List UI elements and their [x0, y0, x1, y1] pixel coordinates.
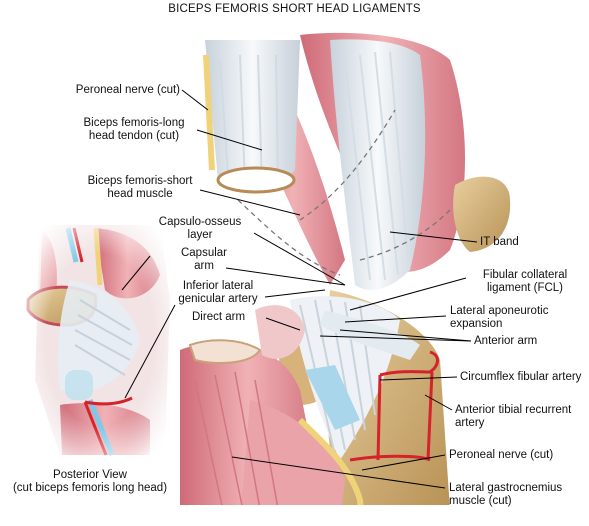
leader-short-head-muscle: [199, 189, 301, 216]
label-lateral-gastrocnemius-muscle-line2: muscle (cut): [449, 495, 512, 507]
label-direct-arm: Direct arm: [192, 311, 246, 323]
peroneal-nerve-upper: [203, 54, 215, 171]
label-biceps-short-head-muscle: Biceps femoris-short head muscle: [76, 175, 204, 201]
label-inferior-lateral-genicular-artery: Inferior lateral genicular artery: [168, 280, 268, 306]
label-posterior-view-line2: (cut biceps femoris long head): [12, 482, 168, 494]
patella-bone: [453, 176, 511, 252]
posterior-view-inset: [25, 220, 175, 460]
label-anterior-tibial-recurrent-artery-line1: Anterior tibial recurrent: [455, 404, 572, 416]
label-inferior-lateral-genicular-artery-line1: Inferior lateral: [182, 280, 254, 292]
label-biceps-long-head-tendon-line2: head tendon (cut): [88, 130, 180, 142]
circumflex-fibular-artery: [349, 370, 434, 462]
leader-anterior-arm-a: [339, 329, 472, 342]
label-anterior-tibial-recurrent-artery-line2: artery: [455, 417, 485, 429]
leader-lateral-aponeurotic: [344, 315, 447, 323]
leader-capsular-arm: [121, 255, 151, 291]
leader-lateral-gastrocnemius: [231, 456, 446, 489]
label-capsular-arm: Capsular arm: [174, 247, 234, 273]
label-fibular-collateral-ligament: Fibular collateral ligament (FCL): [467, 269, 583, 295]
dashed-outline: [237, 109, 451, 276]
label-biceps-long-head-tendon-line1: Biceps femoris-long: [83, 117, 185, 129]
leader-inferior-lateral-genicular: [264, 289, 326, 298]
label-lateral-aponeurotic-expansion-line1: Lateral aponeurotic: [450, 305, 549, 317]
leader-direct-arm: [265, 317, 301, 331]
lateral-view: [170, 32, 511, 526]
inset-fade-mask: [25, 220, 175, 460]
leader-peroneal-nerve-bottom: [361, 454, 446, 471]
label-biceps-short-head-muscle-line2: head muscle: [107, 188, 173, 200]
label-peroneal-nerve-top: Peroneal nerve (cut): [75, 84, 180, 96]
label-fibular-collateral-ligament-line2: ligament (FCL): [486, 282, 564, 294]
long-head-tendon-cut-end: [216, 166, 296, 194]
label-capsular-arm-line1: Capsular: [180, 247, 228, 259]
label-posterior-view: Posterior View (cut biceps femoris long …: [2, 469, 178, 495]
label-fibular-collateral-ligament-line1: Fibular collateral: [482, 269, 568, 281]
label-anterior-tibial-recurrent-artery: Anterior tibial recurrent artery: [455, 404, 571, 430]
leader-anterior-tibial-recurrent: [424, 394, 453, 411]
leader-fcl: [349, 277, 467, 311]
label-circumflex-fibular-artery: Circumflex fibular artery: [460, 371, 582, 383]
label-inferior-lateral-genicular-artery-line2: genicular artery: [178, 293, 258, 305]
fade-bottom-mask: [170, 505, 470, 526]
label-peroneal-nerve-bottom: Peroneal nerve (cut): [449, 449, 554, 461]
leader-long-head-tendon: [196, 129, 263, 151]
label-capsulo-osseus-layer-line2: layer: [187, 229, 213, 241]
gastrocnemius-lower: [240, 400, 345, 520]
leader-lines: [121, 89, 478, 489]
anterior-tibial-recurrent-artery: [429, 350, 439, 374]
blue-ligament: [305, 365, 360, 430]
label-it-band: IT band: [480, 236, 519, 248]
label-lateral-aponeurotic-expansion: Lateral aponeurotic expansion: [450, 305, 548, 331]
label-lateral-aponeurotic-expansion-line2: expansion: [450, 318, 503, 330]
label-biceps-long-head-tendon: Biceps femoris-long head tendon (cut): [70, 117, 198, 143]
leader-capsular-arm-main: [225, 267, 346, 286]
long-head-tendon-fibers: [219, 54, 279, 186]
it-band: [330, 39, 426, 291]
leader-circumflex-fibular: [379, 376, 458, 381]
label-lateral-gastrocnemius-muscle-line1: Lateral gastrocnemius: [449, 482, 563, 494]
leader-capsulo-osseus: [253, 232, 346, 286]
label-biceps-short-head-muscle-line1: Biceps femoris-short: [87, 175, 193, 187]
label-capsular-arm-line2: arm: [194, 260, 214, 272]
label-capsulo-osseus-layer-line1: Capsulo-osseus: [158, 216, 242, 228]
anterior-arm: [320, 310, 420, 360]
leader-anterior-arm-b: [319, 335, 472, 342]
leader-inferior-lateral-genicular-inset: [124, 304, 176, 399]
it-band-fibers: [344, 51, 409, 281]
muscle-striations: [194, 371, 281, 521]
figure-title: BICEPS FEMORIS SHORT HEAD LIGAMENTS: [168, 3, 421, 15]
label-posterior-view-line1: Posterior View: [53, 469, 127, 481]
peroneal-nerve-lower: [297, 417, 365, 521]
leader-it-band: [389, 231, 478, 243]
cut-tendon-ends: [188, 339, 262, 364]
label-anterior-arm: Anterior arm: [474, 335, 538, 347]
label-lateral-gastrocnemius-muscle: Lateral gastrocnemius muscle (cut): [449, 482, 562, 508]
label-capsulo-osseus-layer: Capsulo-osseus layer: [148, 216, 252, 242]
leader-peroneal-nerve-top: [181, 89, 209, 111]
